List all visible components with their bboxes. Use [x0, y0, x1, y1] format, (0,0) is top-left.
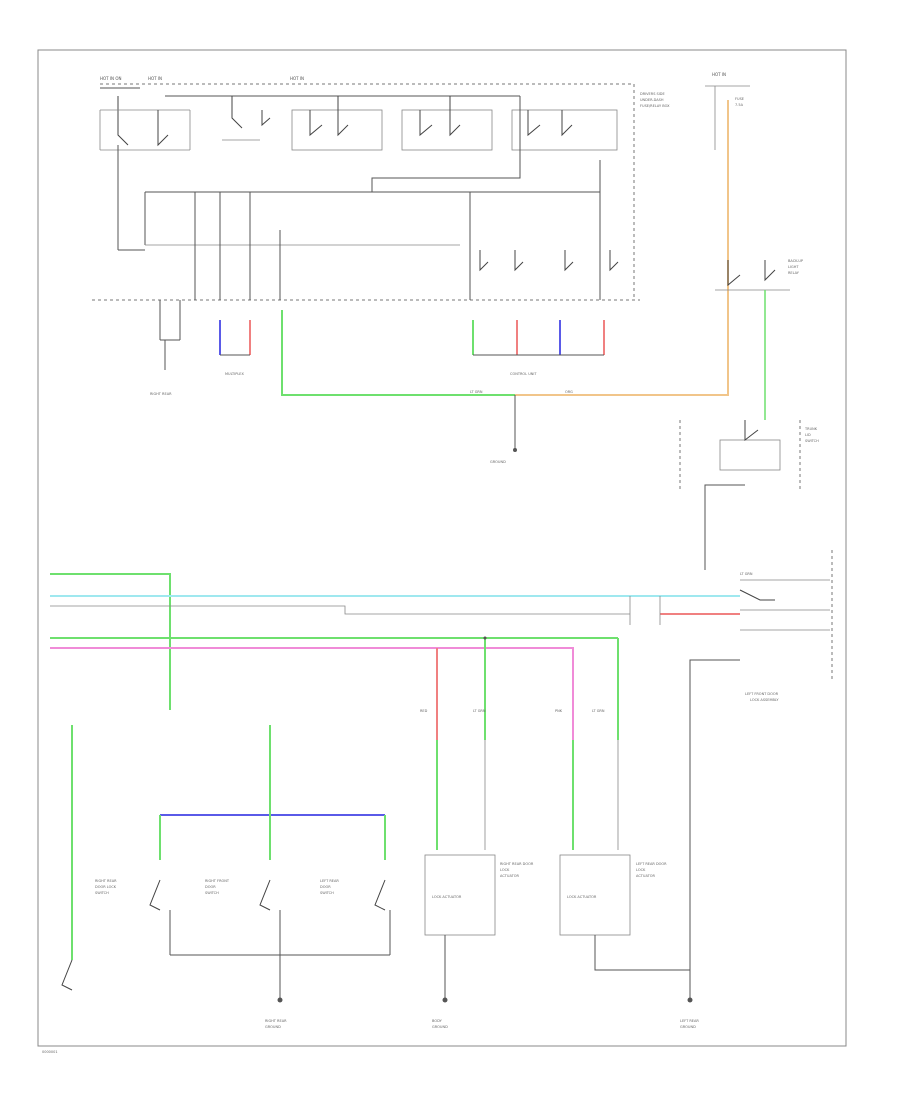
- label-gnd-bm-2: GROUND: [432, 1025, 448, 1029]
- label-ground-mid: GROUND: [490, 460, 506, 464]
- label-lfd-2: LEFT FRONT DOOR: [745, 692, 779, 696]
- label-act-l-2: LOCK: [636, 868, 646, 872]
- label-sw-mid-2: DOOR: [205, 885, 216, 889]
- wire-pnk: [50, 647, 574, 740]
- left-front-door-lock-assembly: LT GRN LEFT FRONT DOOR LOCK ASSEMBLY: [739, 550, 833, 702]
- label-box-3: FUSE/RELAY BOX: [640, 104, 670, 108]
- label-lfd-3: LOCK ASSEMBLY: [750, 698, 779, 702]
- label-sw-mid-3: SWITCH: [205, 891, 219, 895]
- ground-symbols: [277, 448, 693, 1003]
- label-sw-mid-1: RIGHT FRONT: [205, 879, 230, 883]
- label-multiplex-b: CONTROL UNIT: [510, 372, 537, 376]
- label-gnd-br-1: LEFT REAR: [680, 1019, 699, 1023]
- label-box-1: DRIVERS SIDE: [640, 92, 665, 96]
- label-lfd-1: LT GRN: [740, 572, 753, 576]
- label-act-l-3: ACTUATOR: [636, 874, 655, 878]
- label-wire-red: RED: [420, 709, 428, 713]
- label-sw-right-1: LEFT REAR: [320, 879, 339, 883]
- wire-lt-grn-top: [50, 573, 171, 710]
- fuse-relay-box: [92, 83, 640, 301]
- label-fuse-2: 7.5A: [735, 103, 744, 107]
- trunk-lid-switch: TRUNK LID SWITCH: [679, 420, 819, 490]
- label-act-r-2: LOCK: [500, 868, 510, 872]
- label-hot-right: HOT IN: [712, 72, 726, 77]
- label-gnd-bl-1: RIGHT REAR: [265, 1019, 287, 1023]
- relay-switches: [99, 96, 618, 192]
- wire-lt-grn-main: [281, 310, 515, 396]
- label-hot-in-mid: HOT IN: [290, 76, 304, 81]
- label-box-2: UNDER-DASH: [640, 98, 664, 102]
- door-switches: RIGHT REAR DOOR LOCK SWITCH RIGHT FRONT …: [95, 879, 386, 911]
- label-sw-left-2: DOOR LOCK: [95, 885, 117, 889]
- diagram-frame: [37, 49, 847, 1047]
- label-lock-act-b: LOCK ACTUATOR: [567, 895, 597, 899]
- label-sw-right-2: DOOR: [320, 885, 331, 889]
- label-hot-in-b: HOT IN: [148, 76, 162, 81]
- right-rear-door-lock-actuator: LOCK ACTUATOR RIGHT REAR DOOR LOCK ACTUA…: [424, 854, 534, 936]
- corner-note: 0000001: [42, 1050, 58, 1054]
- label-relay-2: LIGHT: [788, 265, 799, 269]
- label-fuse-1: FUSE: [735, 97, 744, 101]
- label-hot-in-on: HOT IN ON: [100, 76, 121, 81]
- label-gnd-bm-1: BODY: [432, 1019, 443, 1023]
- label-trunk-1: TRUNK: [804, 427, 818, 431]
- left-rear-door-lock-actuator: LOCK ACTUATOR LEFT REAR DOOR LOCK ACTUAT…: [559, 854, 667, 936]
- label-gnd-bl-2: GROUND: [265, 1025, 281, 1029]
- label-act-r-3: ACTUATOR: [500, 874, 519, 878]
- wire-org-right: [515, 100, 729, 396]
- label-relay-3: RELAY: [788, 271, 800, 275]
- label-wire-org-1: ORG: [565, 390, 573, 394]
- label-sw-right-3: SWITCH: [320, 891, 334, 895]
- label-multiplex-a: MULTIPLEX: [225, 372, 244, 376]
- label-lock-act-a: LOCK ACTUATOR: [432, 895, 462, 899]
- label-act-l-1: LEFT REAR DOOR: [636, 862, 667, 866]
- connector-pins-top: [159, 300, 605, 370]
- wire-wht: [50, 605, 630, 615]
- label-trunk-3: SWITCH: [805, 439, 819, 443]
- label-wire-ltgrn-2: LT GRN: [473, 709, 486, 713]
- label-act-r-1: RIGHT REAR DOOR: [500, 862, 534, 866]
- label-sw-left-3: SWITCH: [95, 891, 109, 895]
- label-gnd-br-2: GROUND: [680, 1025, 696, 1029]
- label-wire-ltgrn-3: LT GRN: [592, 709, 605, 713]
- label-ground-left: RIGHT REAR: [150, 392, 172, 396]
- label-relay-1: BACK-UP: [788, 259, 803, 263]
- label-wire-ltgrn-1: LT GRN: [470, 390, 483, 394]
- label-wire-pnk: PNK: [555, 709, 563, 713]
- label-trunk-2: LID: [805, 433, 811, 437]
- label-sw-left-1: RIGHT REAR: [95, 879, 117, 883]
